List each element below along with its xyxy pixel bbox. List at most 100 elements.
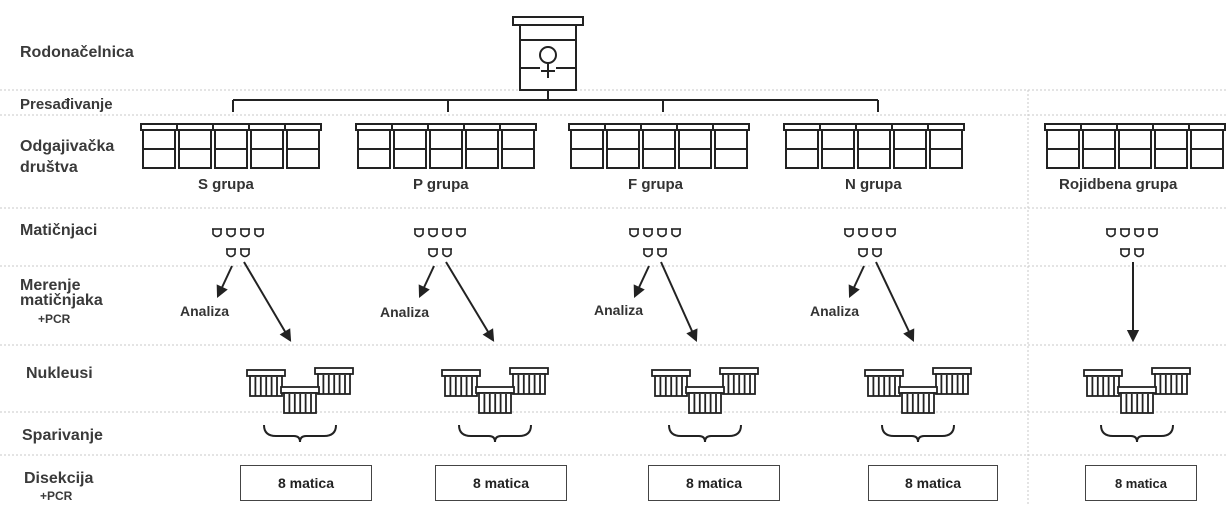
row-label-measure-2: matičnjaka [20, 292, 103, 309]
row-label-dissection-sub: +PCR [40, 489, 73, 503]
breeding-hive-icon [712, 123, 750, 169]
nuclei-hives [246, 367, 1191, 414]
queen-cell-icon [1106, 228, 1116, 238]
arrow-icon [875, 261, 915, 343]
nucleus-hive-icon [864, 369, 904, 397]
row-label-dissection: Disekcija [24, 470, 94, 487]
brace-icon [1100, 424, 1174, 443]
arrow-icon [848, 265, 865, 299]
breeding-hive-icon [391, 123, 429, 169]
queen-cell-icon [1134, 228, 1144, 238]
breeding-hive-icon [463, 123, 501, 169]
breeding-hive-icon [284, 123, 322, 169]
breeding-hive-icon [355, 123, 393, 169]
group-label-swarm: Rojidbena grupa [1059, 176, 1178, 193]
row-label-founder: Rodonačelnica [20, 44, 134, 61]
arrow-icon [216, 265, 233, 299]
queen-cell-icon [671, 228, 681, 238]
breeding-hive-icon [140, 123, 178, 169]
queen-cell-icon [643, 248, 653, 258]
queen-cell-icon [629, 228, 639, 238]
breeding-hive-icon [1152, 123, 1190, 169]
queen-cell-icon [643, 228, 653, 238]
queen-cell-icon [442, 248, 452, 258]
queen-cell-icon [414, 228, 424, 238]
breeding-hive-icon [212, 123, 250, 169]
row-label-breeding-2: društva [20, 159, 78, 176]
nucleus-hive-icon [280, 386, 320, 414]
row-label-measure-1: Merenje [20, 277, 81, 294]
brace-icon [458, 424, 532, 443]
breeding-hive-icon [604, 123, 642, 169]
brace-icon [263, 424, 337, 443]
breeding-hive-icon [568, 123, 606, 169]
group-label-n: N grupa [845, 176, 902, 193]
breeding-hive-icon [1188, 123, 1226, 169]
arrow-icon [1126, 262, 1140, 343]
analysis-label-p: Analiza [380, 304, 430, 320]
nucleus-hive-icon [1117, 386, 1157, 414]
result-box-p: 8 matica [435, 465, 567, 501]
breeding-hive-icon [855, 123, 893, 169]
nucleus-hive-icon [314, 367, 354, 395]
queen-cells [212, 228, 1158, 258]
queen-cell-icon [254, 228, 264, 238]
nucleus-hive-icon [898, 386, 938, 414]
breeding-hive-icon [499, 123, 537, 169]
founder-hive [512, 16, 584, 100]
nucleus-hive-icon [1151, 367, 1191, 395]
breeding-hive-icon [783, 123, 821, 169]
breeding-colonies [140, 123, 1226, 169]
breeding-hive-icon [248, 123, 286, 169]
nucleus-hive-icon [509, 367, 549, 395]
queen-cell-icon [858, 228, 868, 238]
breeding-hive-icon [891, 123, 929, 169]
nucleus-hive-icon [932, 367, 972, 395]
analysis-label-f: Analiza [594, 302, 644, 318]
queen-cell-icon [226, 228, 236, 238]
breeding-hive-icon [819, 123, 857, 169]
nucleus-hive-icon [651, 369, 691, 397]
queen-cell-icon [456, 228, 466, 238]
queen-cell-icon [1148, 228, 1158, 238]
queen-cell-icon [1120, 248, 1130, 258]
row-label-measure-sub: +PCR [38, 312, 71, 326]
brace-icon [881, 424, 955, 443]
queen-cell-icon [240, 248, 250, 258]
queen-cell-icon [886, 228, 896, 238]
queen-cell-icon [872, 248, 882, 258]
analysis-label-n: Analiza [810, 303, 860, 319]
queen-cell-icon [858, 248, 868, 258]
nucleus-hive-icon [246, 369, 286, 397]
group-label-p: P grupa [413, 176, 469, 193]
queen-cell-icon [442, 228, 452, 238]
breeding-hive-icon [176, 123, 214, 169]
group-label-f: F grupa [628, 176, 683, 193]
arrow-icon [633, 265, 650, 299]
queen-cell-icon [428, 228, 438, 238]
breeding-hive-icon [676, 123, 714, 169]
nucleus-hive-icon [475, 386, 515, 414]
arrows [216, 261, 1140, 343]
arrow-icon [660, 261, 698, 343]
queen-cell-icon [240, 228, 250, 238]
row-label-nuclei: Nukleusi [26, 365, 93, 382]
breeding-hive-icon [427, 123, 465, 169]
queen-cell-icon [657, 228, 667, 238]
result-box-swarm: 8 matica [1085, 465, 1197, 501]
row-label-breeding-1: Odgajivačka [20, 138, 115, 155]
result-box-s: 8 matica [240, 465, 372, 501]
queen-cell-icon [212, 228, 222, 238]
breeding-hive-icon [1080, 123, 1118, 169]
nucleus-hive-icon [441, 369, 481, 397]
founder-hive-bands [520, 39, 576, 69]
queen-cell-icon [657, 248, 667, 258]
breeding-hive-icon [927, 123, 965, 169]
row-separators [0, 89, 1227, 506]
queen-cell-icon [844, 228, 854, 238]
result-box-f: 8 matica [648, 465, 780, 501]
brace-icon [668, 424, 742, 443]
queen-cell-icon [428, 248, 438, 258]
breeding-hive-icon [1116, 123, 1154, 169]
